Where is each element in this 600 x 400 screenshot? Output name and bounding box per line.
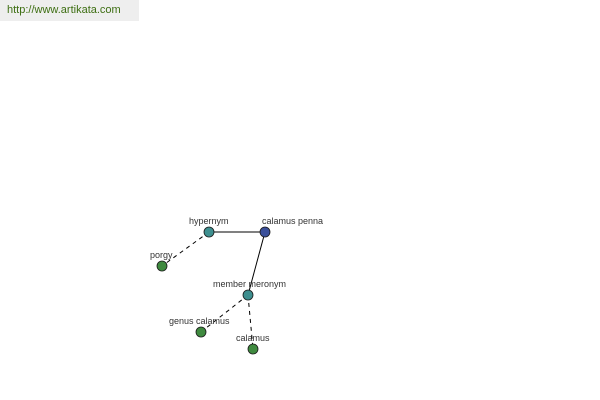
- edges-layer: [161, 231, 266, 350]
- node-calamus-penna[interactable]: [259, 226, 271, 238]
- source-url-link[interactable]: http://www.artikata.com: [7, 4, 121, 16]
- node-label-genus-calamus: genus calamus: [169, 316, 230, 326]
- source-url-banner[interactable]: http://www.artikata.com: [0, 0, 139, 21]
- edge-member-meronym-to-calamus: [247, 294, 254, 350]
- node-calamus[interactable]: [247, 343, 259, 355]
- node-genus-calamus[interactable]: [195, 326, 207, 338]
- node-label-hypernym: hypernym: [189, 216, 229, 226]
- node-label-calamus: calamus: [236, 333, 270, 343]
- node-label-member-meronym: member meronym: [213, 279, 286, 289]
- node-member-meronym[interactable]: [242, 289, 254, 301]
- labels-layer: calamus penna hypernym member meronym porgy…: [150, 216, 323, 343]
- nodes-layer: [156, 226, 271, 355]
- edge-calamus-penna-to-member-meronym: [247, 231, 266, 296]
- edge-hypernym-to-porgy: [161, 231, 210, 267]
- node-label-porgy: porgy: [150, 250, 173, 260]
- node-hypernym[interactable]: [203, 226, 215, 238]
- node-porgy[interactable]: [156, 260, 168, 272]
- node-label-calamus-penna: calamus penna: [262, 216, 323, 226]
- edge-member-meronym-to-genus-calamus: [200, 294, 249, 333]
